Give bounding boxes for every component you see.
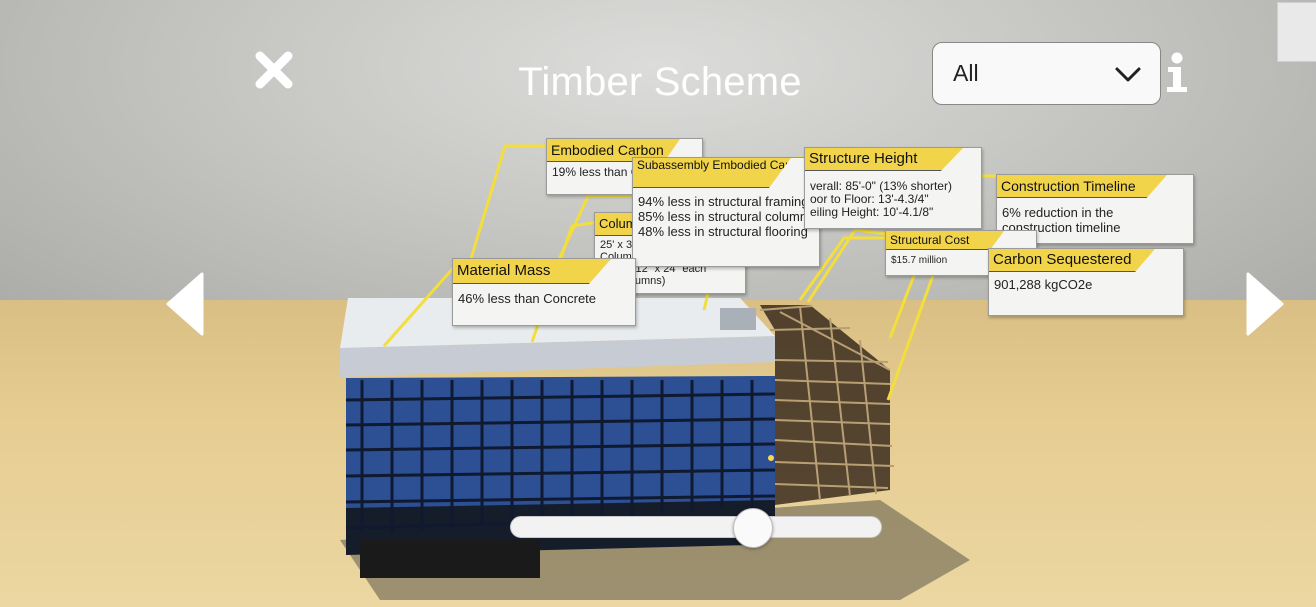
- info-icon: [1167, 52, 1187, 92]
- card-text: 901,288 kgCO2e: [994, 277, 1093, 292]
- page-title: Timber Scheme: [518, 60, 802, 104]
- card-title: Subassembly Embodied Carbon: [633, 158, 791, 188]
- previous-scheme-button[interactable]: [164, 272, 206, 336]
- scheme-filter-dropdown[interactable]: All: [932, 42, 1161, 105]
- card-subassembly-embodied-carbon: Subassembly Embodied Carbon 94% less in …: [632, 157, 820, 267]
- card-construction-timeline: Construction Timeline 6% reduction in th…: [996, 174, 1194, 244]
- card-structure-height: Structure Height verall: 85'-0" (13% sho…: [804, 147, 982, 229]
- slider-handle[interactable]: [732, 508, 773, 548]
- card-title: Carbon Sequestered: [989, 249, 1155, 272]
- card-title: Embodied Carbon: [547, 139, 680, 162]
- close-button[interactable]: [252, 48, 296, 92]
- close-icon: [255, 51, 293, 89]
- wall-switch-plate: [1277, 2, 1316, 62]
- next-scheme-button[interactable]: [1244, 272, 1286, 336]
- card-title: Material Mass: [453, 259, 611, 284]
- card-material-mass: Material Mass 46% less than Concrete: [452, 258, 636, 326]
- chevron-left-icon: [166, 272, 204, 336]
- card-text: verall: 85'-0" (13% shorter) oor to Floo…: [810, 179, 952, 219]
- card-text: $15.7 million: [891, 255, 948, 266]
- card-structural-cost: Structural Cost $15.7 million: [885, 230, 1037, 276]
- chevron-down-icon: [1115, 67, 1141, 81]
- card-title: Construction Timeline: [997, 175, 1167, 198]
- dropdown-selected-value: All: [953, 60, 979, 86]
- info-button[interactable]: [1164, 52, 1190, 94]
- card-carbon-sequestered: Carbon Sequestered 901,288 kgCO2e: [988, 248, 1184, 316]
- card-title: Structural Cost: [886, 231, 1004, 250]
- chevron-right-icon: [1246, 272, 1284, 336]
- card-text: 46% less than Concrete: [458, 291, 597, 306]
- model-slider[interactable]: [510, 508, 882, 548]
- card-title: Structure Height: [805, 148, 963, 171]
- card-text: 94% less in structural framing 85% less …: [638, 194, 814, 239]
